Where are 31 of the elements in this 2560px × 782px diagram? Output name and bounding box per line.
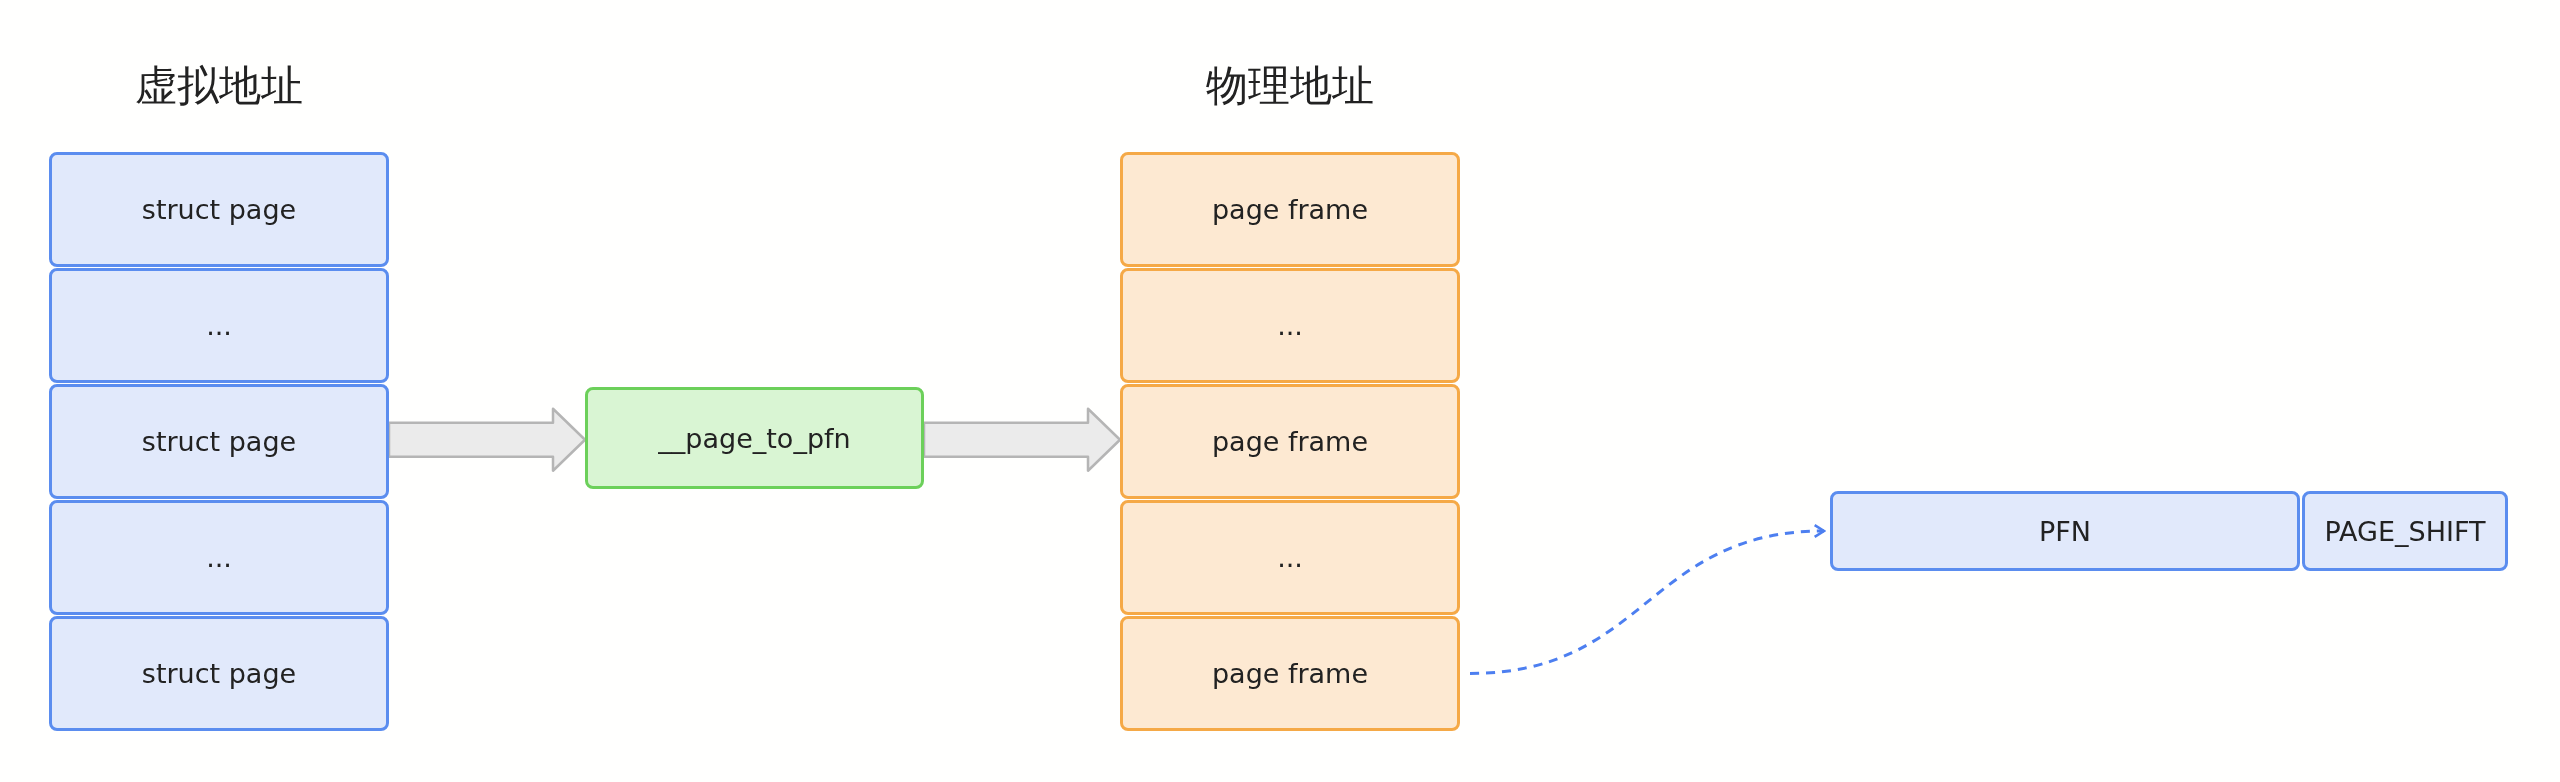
block-label: ... (206, 310, 232, 341)
column-title: 物理地址 (1206, 60, 1374, 112)
block-label: page frame (1211, 426, 1369, 457)
block-label: ... (1277, 310, 1303, 341)
block-arrow (387, 407, 587, 472)
page-frame-block (1120, 500, 1460, 615)
memory-block (49, 384, 389, 499)
block-label: PFN (2039, 515, 2091, 547)
dashed-arrow (1469, 524, 1826, 675)
block-label: struct page (141, 426, 297, 457)
page-frame-block (1120, 616, 1460, 731)
page-frame-block (1120, 152, 1460, 267)
memory-block (49, 152, 389, 267)
memory-block (49, 268, 389, 383)
function-box (585, 387, 924, 489)
block-label: struct page (141, 194, 297, 225)
block-label: PAGE_SHIFT (2324, 515, 2486, 547)
block-label: __page_to_pfn (658, 422, 851, 454)
memory-block (49, 500, 389, 615)
block-label: ... (1277, 542, 1303, 573)
memory-block (49, 616, 389, 731)
block-label: page frame (1211, 194, 1369, 225)
block-label: struct page (141, 658, 297, 689)
column-title: 虚拟地址 (135, 60, 303, 112)
page-shift-field (2302, 491, 2508, 571)
block-label: ... (206, 542, 232, 573)
page-frame-block (1120, 384, 1460, 499)
page-frame-block (1120, 268, 1460, 383)
pfn-field (1830, 491, 2300, 571)
block-label: page frame (1211, 658, 1369, 689)
block-arrow (922, 407, 1122, 472)
